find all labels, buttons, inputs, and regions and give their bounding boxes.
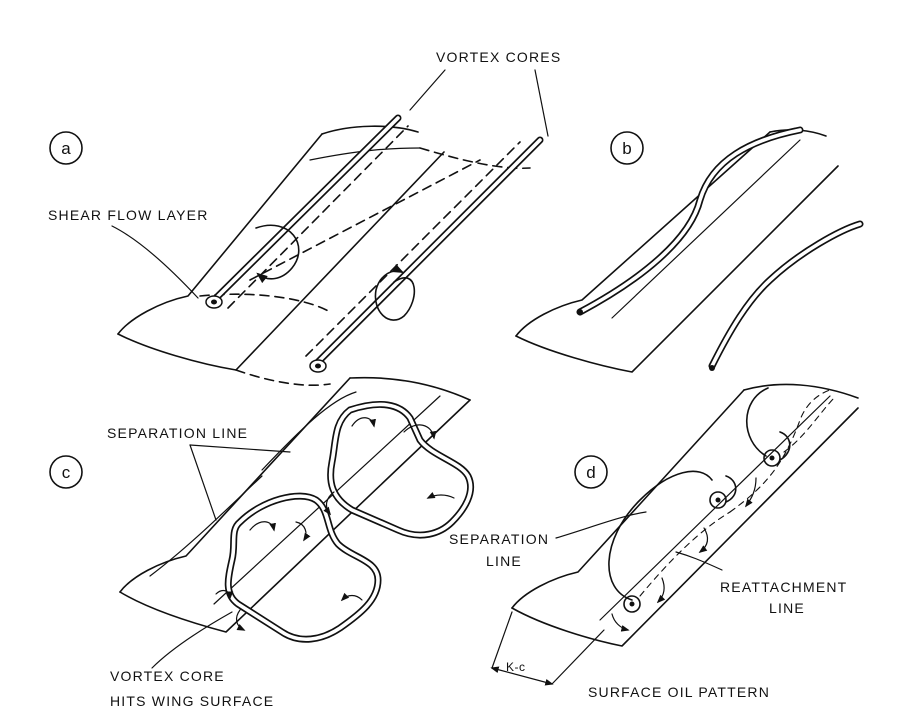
panel-b-vortex-1 — [576, 126, 804, 316]
panel-d-flow-arrows — [611, 477, 757, 632]
panel-d-leaders — [555, 511, 723, 571]
vortex-core-hits-label-2: HITS WING SURFACE — [110, 693, 274, 709]
reattachment-label-1: REATTACHMENT — [720, 579, 847, 595]
panel-c-vortex-loop-1 — [327, 401, 475, 539]
panel-d-reattachment-pattern — [639, 389, 837, 597]
panel-a-circle: a — [49, 131, 83, 165]
dimension-label: K-c — [506, 660, 526, 674]
separation-line-label-c: SEPARATION LINE — [107, 425, 248, 441]
panel-c-flow-arrows — [215, 417, 455, 631]
panel-d-separation-pattern — [608, 387, 791, 613]
panel-b-wing — [515, 129, 839, 373]
panel-b-letter: b — [622, 139, 631, 158]
panel-a-vortex-core-2 — [305, 136, 544, 373]
panel-c-vortex-loop-2 — [224, 492, 382, 643]
panel-b-vortex-2 — [708, 220, 864, 371]
panel-a: a — [49, 69, 549, 387]
vortex-cores-leader-1 — [409, 69, 446, 111]
panel-c-separation-lines — [149, 391, 357, 577]
labels: VORTEX CORES SHEAR FLOW LAYER SEPARATION… — [48, 49, 847, 709]
panel-d-wing — [511, 383, 859, 647]
panel-d-circle: d — [574, 455, 608, 489]
panel-b-circle: b — [610, 131, 644, 165]
panel-c-wing — [119, 376, 471, 633]
panel-c-circle: c — [49, 455, 83, 489]
panel-a-vortex-core-1 — [205, 114, 409, 309]
panel-a-letter: a — [61, 139, 71, 158]
vortex-cores-label: VORTEX CORES — [436, 49, 561, 65]
panel-c-leaders — [151, 444, 291, 669]
shear-flow-leader — [111, 225, 199, 299]
vortex-cores-leader-2 — [534, 69, 549, 137]
panel-d-dimension — [490, 611, 605, 686]
panel-a-rotation-arrows — [255, 224, 416, 321]
panel-a-wing — [117, 125, 531, 387]
shear-flow-layer-label: SHEAR FLOW LAYER — [48, 207, 209, 223]
separation-label-d-1: SEPARATION — [449, 531, 549, 547]
panel-d-letter: d — [586, 463, 595, 482]
panel-c: c — [49, 376, 475, 669]
panel-d: d — [490, 383, 859, 686]
vortex-core-hits-label-1: VORTEX CORE — [110, 668, 225, 684]
panel-c-letter: c — [62, 463, 71, 482]
separation-label-d-2: LINE — [486, 553, 522, 569]
reattachment-label-2: LINE — [769, 600, 805, 616]
surface-oil-pattern-label: SURFACE OIL PATTERN — [588, 684, 770, 700]
panel-b: b — [515, 126, 864, 373]
